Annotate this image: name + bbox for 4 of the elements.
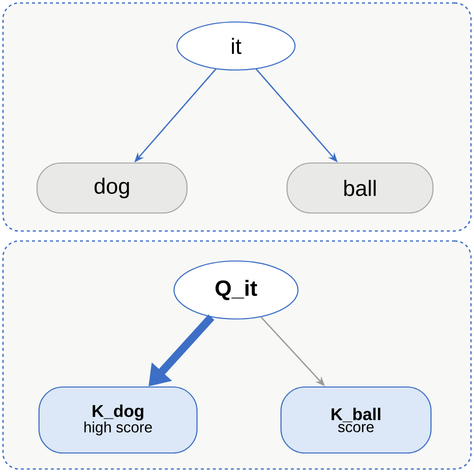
word-pill: K_dog high score (38, 386, 198, 454)
word-pill: K_ball score (280, 386, 432, 454)
word-pill: ball (286, 162, 434, 214)
word-pill: dog (36, 162, 188, 214)
